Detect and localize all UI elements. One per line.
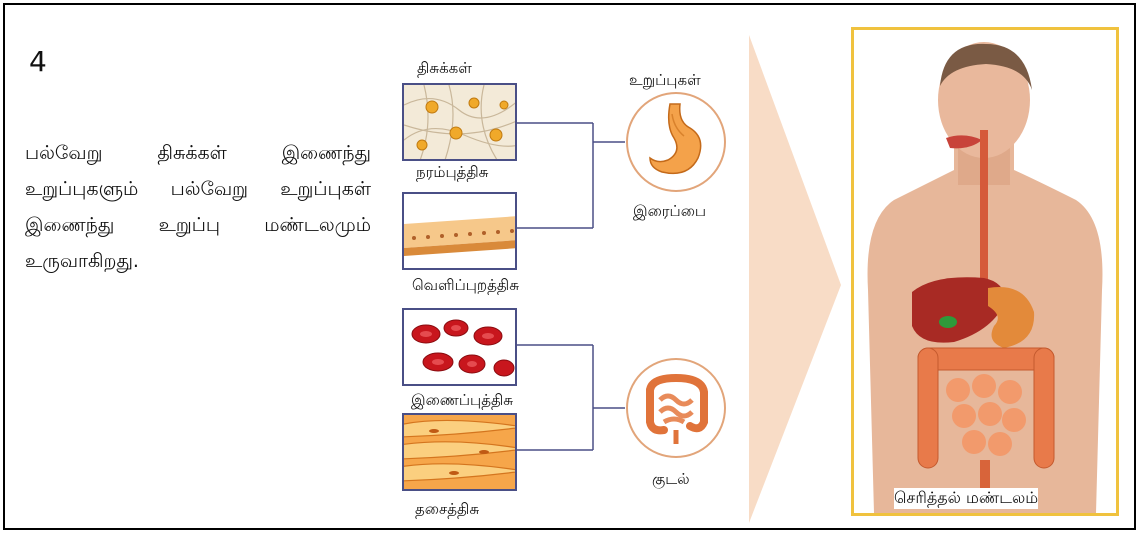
tissue-label-nerve: நரம்புத்திசு [416, 163, 488, 183]
slide-frame: 4 பல்வேறு திசுக்கள் இணைந்து உறுப்புகளும்… [3, 3, 1136, 530]
intestine-image [626, 358, 726, 458]
stomach-image [626, 92, 726, 192]
tissue-label-epithelial: வெளிப்புறத்திசு [412, 276, 519, 296]
arrow-wedge [749, 35, 849, 525]
tissue-label-connective: இணைப்புத்திசு [411, 391, 513, 411]
organs-header: உறுப்புகள் [629, 71, 701, 91]
organ-label-intestine: குடல் [652, 470, 690, 490]
organ-label-stomach: இரைப்பை [633, 202, 706, 222]
muscle-tissue-image [402, 413, 517, 491]
system-label: செரித்தல் மண்டலம் [894, 488, 1038, 509]
digestive-system-panel: செரித்தல் மண்டலம் [851, 27, 1119, 516]
tissue-label-muscle: தசைத்திசு [415, 500, 479, 520]
digestive-system-figure [854, 30, 1116, 513]
tissues-header: திசுக்கள் [417, 59, 472, 79]
epithelial-tissue-image [402, 192, 517, 270]
nerve-tissue-image [402, 83, 517, 161]
connective-tissue-image [402, 308, 517, 386]
